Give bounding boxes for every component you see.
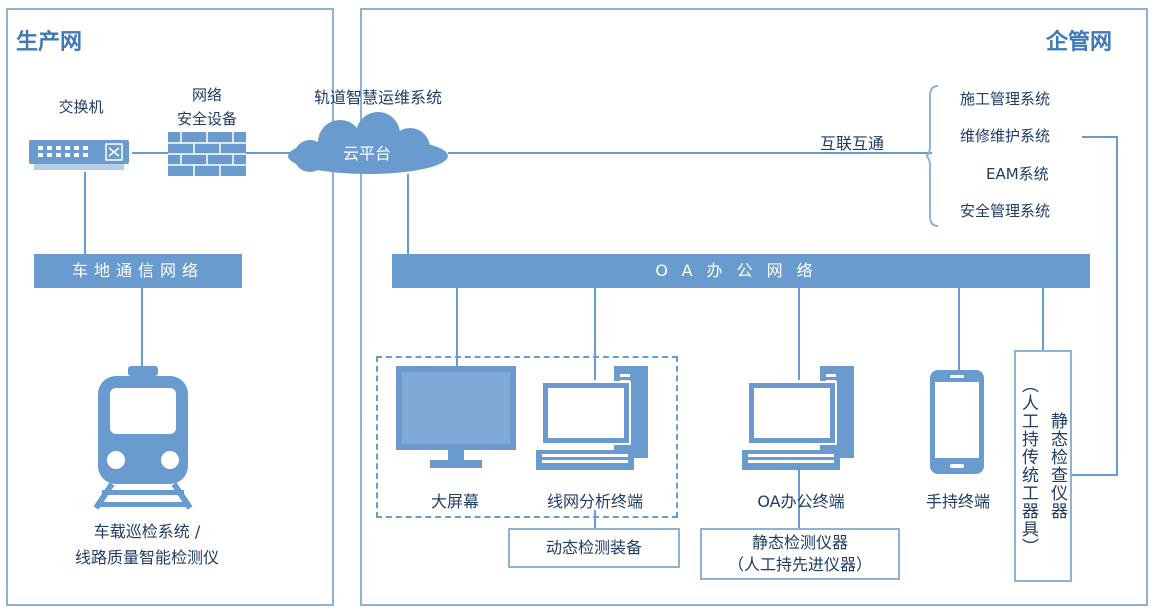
- switch-down-line: [84, 172, 86, 254]
- system-item-safety: 安全管理系统: [960, 202, 1051, 220]
- train: [92, 366, 196, 512]
- interconnect-label: 互联互通: [819, 134, 884, 153]
- static-advanced-label-1: 静态检测仪器: [751, 533, 848, 552]
- static-traditional-box: 静态检查仪器 （人工持传统工器具）: [1014, 350, 1072, 582]
- handheld-label: 手持终端: [925, 492, 990, 511]
- oa-terminal-label: OA办公终端: [757, 492, 845, 511]
- cloud-icon: [288, 112, 448, 174]
- oa-network-bar: OA办公网络: [392, 254, 1090, 288]
- cloud-platform: [280, 112, 456, 178]
- systems-bracket-h2: [1072, 474, 1118, 476]
- terminal-group-dashed-border: [376, 356, 678, 518]
- cloud-to-systems-line: [448, 152, 932, 154]
- line-analysis-terminal: [536, 366, 660, 472]
- systems-bracket-h1: [1082, 136, 1118, 138]
- train-label-1: 车载巡检系统 /: [93, 522, 201, 541]
- production-network-title: 生产网: [16, 30, 83, 55]
- oa-to-bigscreen-line: [456, 288, 458, 366]
- cloud-system-name: 轨道智慧运维系统: [313, 88, 442, 107]
- enterprise-network-title: 企管网: [1046, 30, 1113, 55]
- oa-to-handheld-line: [958, 288, 960, 370]
- static-advanced-box: 静态检测仪器 （人工持先进仪器）: [700, 528, 900, 580]
- oa-terminal-to-static-line: [798, 470, 800, 528]
- analysis-to-dynamic-line: [594, 510, 596, 530]
- vehicle-network-to-train-line: [141, 288, 143, 366]
- big-screen-label: 大屏幕: [430, 492, 479, 511]
- dynamic-detection-box: 动态检测装备: [508, 528, 680, 568]
- static-advanced-label-2: （人工持先进仪器）: [727, 555, 872, 574]
- static-traditional-main-label: 静态检查仪器: [1047, 412, 1067, 520]
- system-item-eam: EAM系统: [986, 165, 1049, 183]
- security-label-1: 网络: [191, 86, 222, 104]
- systems-brace: [923, 84, 940, 228]
- switch-label: 交换机: [58, 98, 104, 116]
- cloud-label: 云平台: [342, 144, 391, 163]
- switch-to-security-line: [132, 152, 168, 154]
- switch-icon: [29, 140, 129, 170]
- handheld-terminal: [930, 370, 984, 474]
- big-screen: [396, 366, 516, 470]
- brace-icon: [923, 85, 939, 227]
- cloud-to-oa-line: [407, 174, 409, 254]
- production-network-panel: [6, 8, 334, 606]
- switch-device: [28, 138, 132, 172]
- firewall-device: [168, 132, 246, 176]
- line-analysis-label: 线网分析终端: [546, 492, 643, 511]
- oa-to-analysis-line: [594, 288, 596, 380]
- monitor-icon: [396, 366, 516, 468]
- desktop-computer-icon: [742, 366, 854, 470]
- train-label-2: 线路质量智能检测仪: [74, 548, 219, 567]
- vehicle-ground-network-bar: 车地通信网络: [34, 254, 242, 288]
- system-item-maintenance: 维修维护系统: [960, 127, 1051, 145]
- smartphone-icon: [930, 370, 984, 474]
- enterprise-network-panel: [360, 8, 1148, 606]
- oa-to-oa-terminal-line: [798, 288, 800, 380]
- static-traditional-sub-label: （人工持传统工器具）: [1018, 376, 1038, 556]
- security-label-2: 安全设备: [176, 110, 237, 128]
- desktop-computer-icon: [536, 366, 648, 470]
- train-icon: [93, 366, 193, 510]
- security-to-cloud-line: [246, 152, 290, 154]
- system-item-construction: 施工管理系统: [960, 90, 1051, 108]
- oa-office-terminal: [742, 366, 866, 472]
- systems-bracket-v: [1116, 136, 1118, 476]
- firewall-icon: [168, 132, 246, 176]
- oa-to-static-box-line: [1042, 288, 1044, 350]
